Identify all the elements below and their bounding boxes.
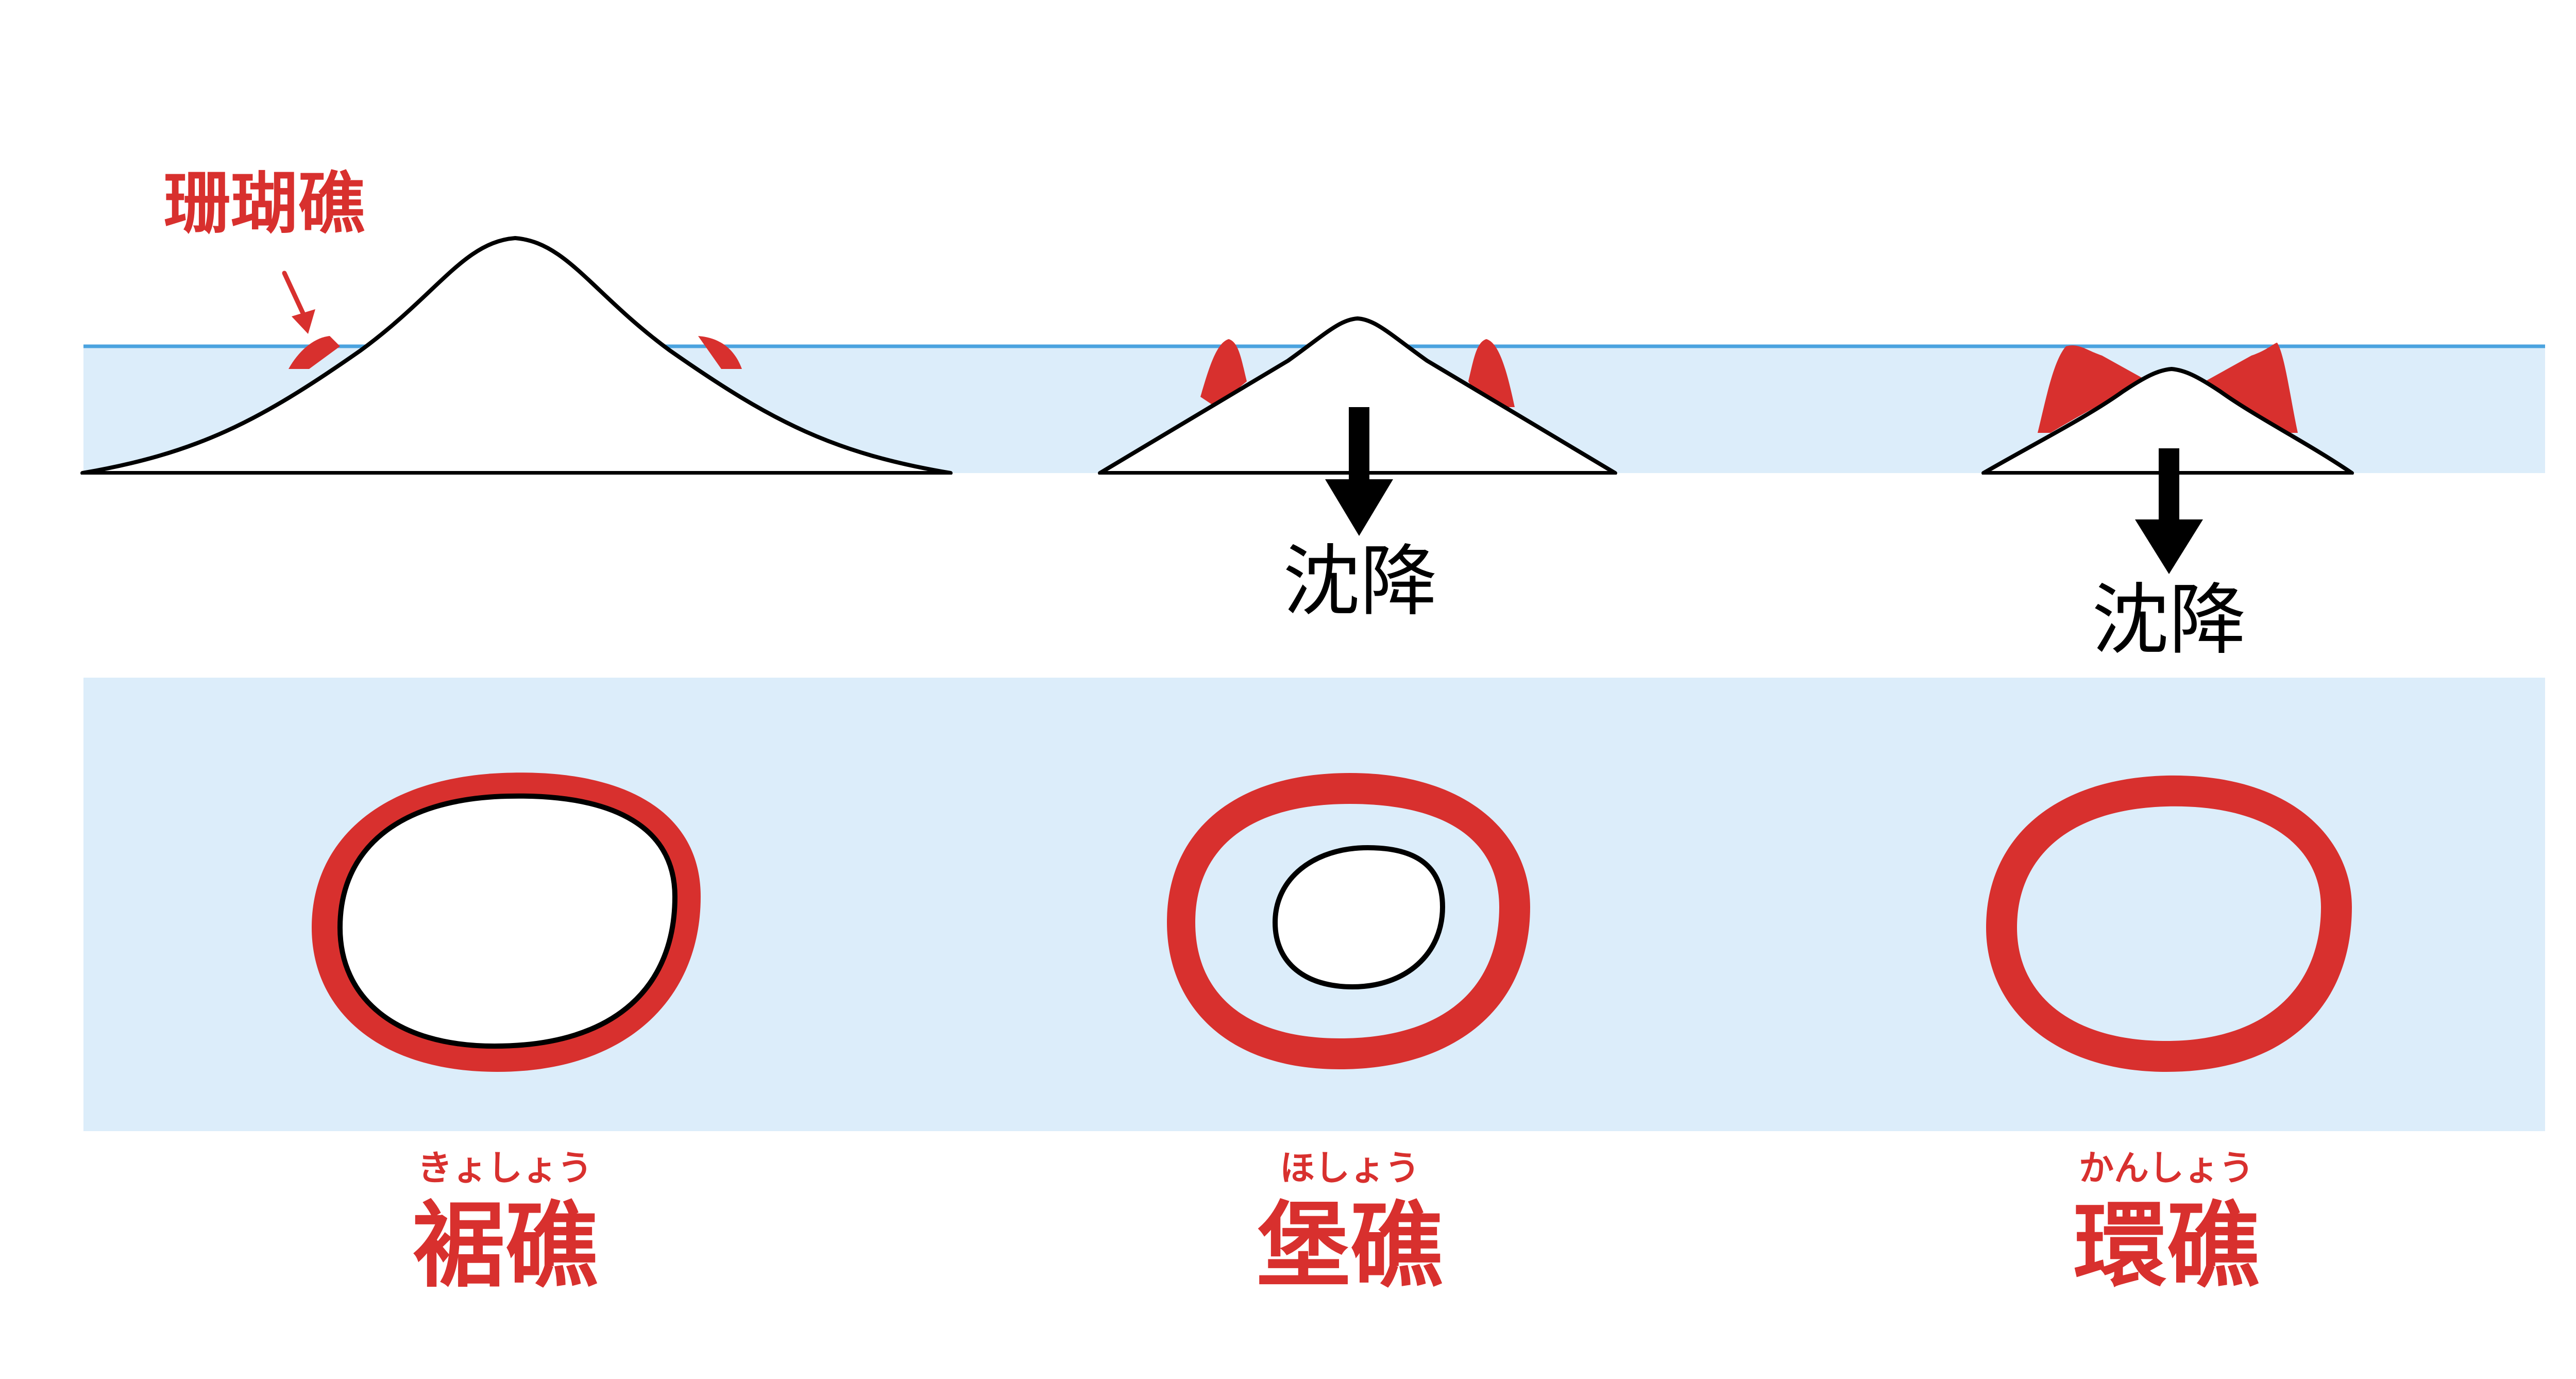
- coral-right: [2205, 343, 2298, 433]
- island-plan: [1272, 845, 1446, 990]
- reef-plan-barrier: [1167, 773, 1530, 1069]
- coral-left: [289, 336, 340, 369]
- subsidence-label-1: 沈降: [1283, 537, 1437, 627]
- down-arrow-icon: [2135, 448, 2203, 574]
- subsidence-label-2: 沈降: [2092, 576, 2246, 665]
- reef-reading-barrier: ほしょう: [1280, 1148, 1420, 1189]
- coral-right: [698, 336, 742, 369]
- island-profile: [1981, 367, 2354, 475]
- down-arrow-icon: [1325, 407, 1393, 536]
- island-section-fringing: [77, 236, 958, 495]
- coral-reef-label: 珊瑚礁: [164, 164, 365, 243]
- reef-plan-fringing: [312, 772, 701, 1072]
- reef-name-atoll: 環礁: [2074, 1192, 2259, 1300]
- island-profile: [1098, 316, 1617, 475]
- reef-name-fringing: 裾礁: [412, 1192, 598, 1300]
- island-profile: [80, 236, 953, 475]
- pointer-arrow-icon: [282, 271, 315, 334]
- island-plan: [337, 793, 678, 1049]
- reef-name-barrier: 堡礁: [1257, 1192, 1443, 1300]
- reef-reading-fringing: きょしょう: [417, 1148, 592, 1189]
- reef-reading-atoll: かんしょう: [2079, 1148, 2254, 1189]
- coral-left: [2038, 345, 2148, 433]
